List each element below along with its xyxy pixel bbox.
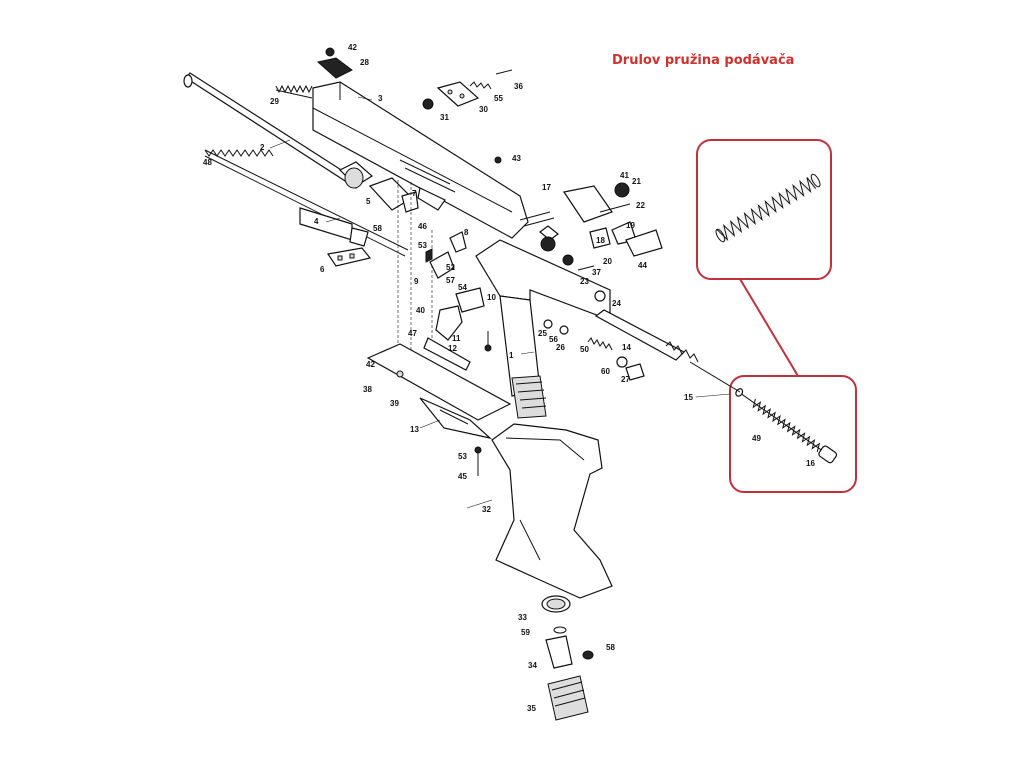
part-label: 30 (479, 105, 488, 114)
part-label: 17 (542, 183, 551, 192)
part-label: 3 (378, 94, 383, 103)
screw-42-28 (316, 47, 353, 79)
part-label: 58 (606, 643, 615, 652)
part-label: 14 (622, 343, 631, 352)
part-label: 28 (360, 58, 369, 67)
part-label: 13 (410, 425, 419, 434)
part-label: 53 (418, 241, 427, 250)
plate-6 (326, 247, 372, 267)
part-label: 18 (596, 236, 605, 245)
callout-connector (739, 278, 799, 377)
bolt-14 (594, 290, 741, 393)
frame-1 (475, 239, 611, 419)
part-label: 57 (446, 276, 455, 285)
detail-spring-rod (735, 388, 838, 464)
part-label: 42 (366, 360, 375, 369)
block-30-31 (422, 81, 480, 110)
part-label: 37 (592, 268, 601, 277)
part-label: 11 (452, 334, 461, 343)
detail-label-16: 16 (806, 459, 815, 468)
part-label: 39 (390, 399, 399, 408)
sight-block-17 (539, 182, 663, 266)
part-label: 29 (270, 97, 279, 106)
label-leaders (269, 96, 731, 509)
spring-detail-callout (696, 139, 832, 280)
rod-detail-callout: 49 16 (729, 375, 857, 493)
part-label: 43 (512, 154, 521, 163)
part-label: 60 (601, 367, 610, 376)
part-number-labels: 42 28 3 29 2 48 31 30 55 36 43 7 5 4 6 5… (203, 43, 693, 713)
part-label: 56 (549, 335, 558, 344)
part-label: 9 (414, 277, 419, 286)
part-label: 22 (636, 201, 645, 210)
part-label: 55 (494, 94, 503, 103)
detail-label-49: 49 (752, 434, 761, 443)
part-label: 5 (366, 197, 371, 206)
part-label: 1 (509, 351, 514, 360)
spring-29 (275, 84, 313, 99)
part-label: 20 (603, 257, 612, 266)
rod-48 (204, 149, 409, 257)
part-label: 44 (638, 261, 647, 270)
part-label: 36 (514, 82, 523, 91)
part-label: 54 (458, 283, 467, 292)
part-label: 24 (612, 299, 621, 308)
part-label: 46 (418, 222, 427, 231)
part-label: 58 (373, 224, 382, 233)
part-label: 50 (580, 345, 589, 354)
part-label: 23 (580, 277, 589, 286)
trigger-guard-13 (366, 343, 512, 440)
barrel (183, 72, 419, 213)
grip-32 (491, 423, 613, 599)
part-label: 45 (458, 472, 467, 481)
part-label: 48 (203, 158, 212, 167)
part-label: 31 (440, 113, 449, 122)
part-label: 10 (487, 293, 496, 302)
part-label: 8 (464, 228, 469, 237)
part-label: 4 (314, 217, 319, 226)
part-label: 2 (260, 143, 265, 152)
part-label: 34 (528, 661, 537, 670)
part-label: 52 (446, 263, 455, 272)
part-label: 15 (684, 393, 693, 402)
part-label: 12 (448, 344, 457, 353)
part-label: 38 (363, 385, 372, 394)
grip-cap-parts (541, 595, 594, 721)
part-label: 26 (556, 343, 565, 352)
part-label: 41 (620, 171, 629, 180)
part-label: 59 (521, 628, 530, 637)
part-label: 47 (408, 329, 417, 338)
part-label: 25 (538, 329, 547, 338)
diagram-title: Drulov pružina podávača (612, 53, 795, 68)
spring-detail-coil (715, 173, 821, 243)
bolt-parts-25-60 (543, 319, 645, 381)
grip-screw-45 (474, 446, 482, 476)
part-label: 27 (621, 375, 630, 384)
receiver-3 (312, 81, 529, 239)
part-label: 6 (320, 265, 325, 274)
part-label: 33 (518, 613, 527, 622)
part-label: 42 (348, 43, 357, 52)
part-label: 7 (412, 189, 417, 198)
trigger-parts (423, 231, 492, 371)
spring-55-36 (469, 69, 513, 90)
springs-right (519, 203, 631, 271)
part-label: 32 (482, 505, 491, 514)
part-label: 53 (458, 452, 467, 461)
part-label: 35 (527, 704, 536, 713)
part-label: 21 (632, 177, 641, 186)
piston-4 (299, 207, 369, 247)
part-label: 40 (416, 306, 425, 315)
part-label: 19 (626, 221, 635, 230)
